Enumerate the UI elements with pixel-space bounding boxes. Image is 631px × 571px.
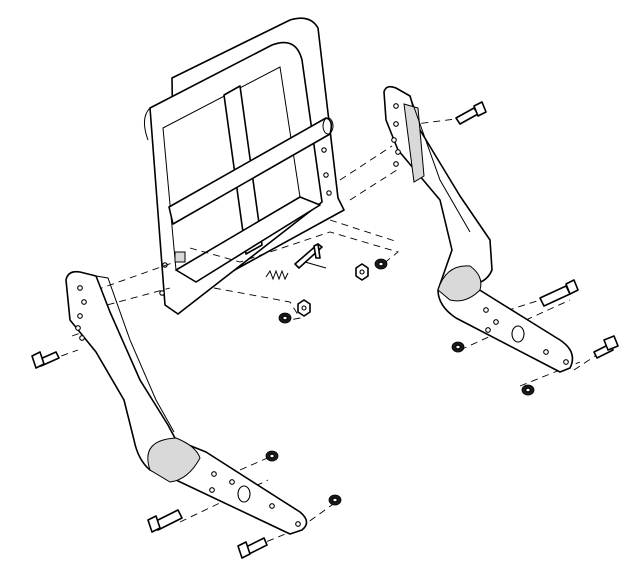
cotter-pin xyxy=(304,261,327,269)
backrest-frame xyxy=(144,17,345,315)
hex-bolt xyxy=(539,279,579,307)
flat-washer xyxy=(374,258,388,270)
flat-washer xyxy=(451,341,465,353)
flat-washer xyxy=(521,384,535,396)
left-bracket-arm xyxy=(65,270,308,535)
hex-bolt xyxy=(593,335,619,359)
hex-bolt xyxy=(455,101,487,125)
hex-bolt xyxy=(31,351,60,369)
spring xyxy=(265,269,289,281)
lock-nut xyxy=(297,299,311,317)
lock-nut xyxy=(355,263,369,281)
flat-washer xyxy=(328,494,342,506)
hex-bolt xyxy=(237,537,268,559)
flat-washer xyxy=(278,312,292,324)
pivot-pin xyxy=(294,243,323,269)
hex-bolt xyxy=(147,509,183,533)
right-bracket-arm xyxy=(383,85,574,373)
flat-washer xyxy=(265,450,279,462)
